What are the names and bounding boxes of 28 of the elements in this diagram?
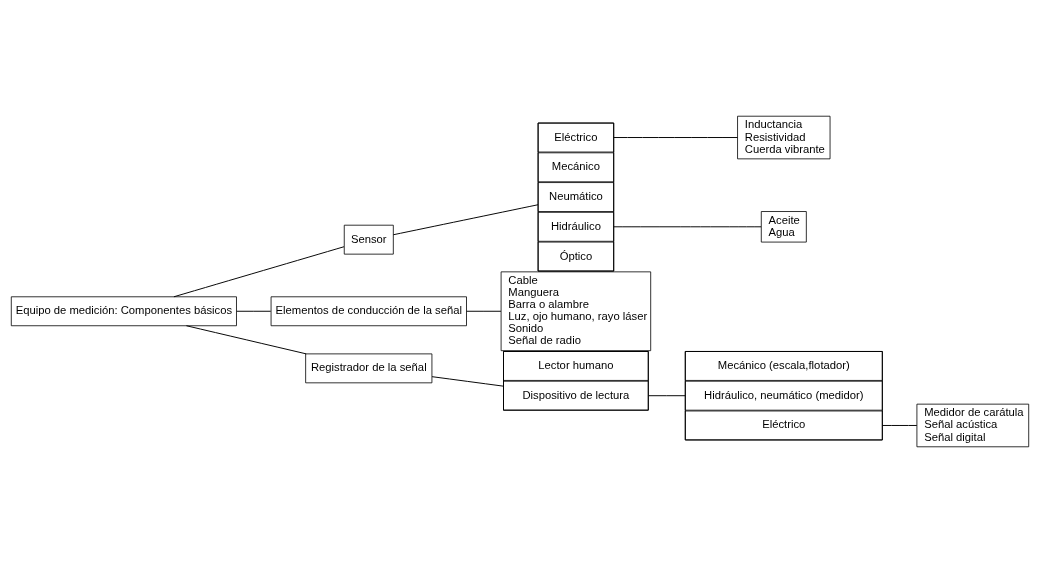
connector bbox=[613, 137, 739, 138]
connector bbox=[613, 226, 762, 228]
connector bbox=[431, 376, 504, 387]
connector bbox=[392, 204, 539, 236]
node-box: Neumático bbox=[537, 182, 615, 212]
connector bbox=[881, 425, 918, 426]
node-box: Eléctrico bbox=[684, 410, 883, 441]
node-box: Hidráulico bbox=[537, 211, 615, 242]
node-box: Elementos de conducción de la señal bbox=[270, 296, 467, 327]
connector bbox=[466, 310, 502, 312]
node-box: Sensor bbox=[343, 224, 394, 255]
node-box: Mecánico (escala,flotador) bbox=[684, 351, 883, 381]
node-box: Óptico bbox=[537, 241, 615, 272]
connector bbox=[648, 395, 686, 397]
node-box: Dispositivo de lectura bbox=[503, 380, 649, 411]
node-box: Eléctrico bbox=[537, 122, 615, 153]
connector bbox=[236, 310, 272, 312]
node-box: Equipo de medición: Componentes básicos bbox=[10, 296, 237, 327]
node-box: Cable Manguera Barra o alambre Luz, ojo humano, rayo láser Sonido Señal de radio bbox=[500, 271, 652, 352]
connector bbox=[185, 325, 307, 355]
node-box: Medidor de carátula Señal acústica Señal digital bbox=[916, 403, 1030, 448]
node-box: Inductancia Resistividad Cuerda vibrante bbox=[737, 115, 831, 160]
node-box: Mecánico bbox=[537, 152, 615, 183]
node-box: Lector humano bbox=[503, 351, 649, 381]
node-box: Registrador de la señal bbox=[305, 353, 433, 384]
node-box: Aceite Agua bbox=[760, 211, 807, 243]
connector bbox=[173, 246, 345, 298]
node-box: Hidráulico, neumático (medidor) bbox=[684, 380, 883, 411]
